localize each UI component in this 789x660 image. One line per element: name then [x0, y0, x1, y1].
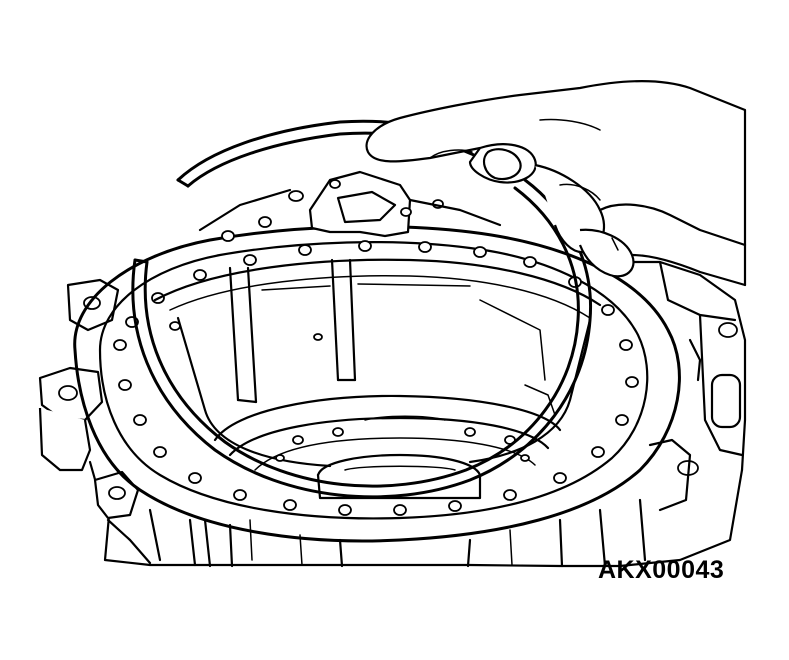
transmission-case-illustration: [38, 170, 747, 568]
figure-code-label: AKX00043: [598, 556, 725, 584]
flange-bolt-holes: [113, 240, 639, 516]
hand-illustration: [365, 80, 747, 287]
